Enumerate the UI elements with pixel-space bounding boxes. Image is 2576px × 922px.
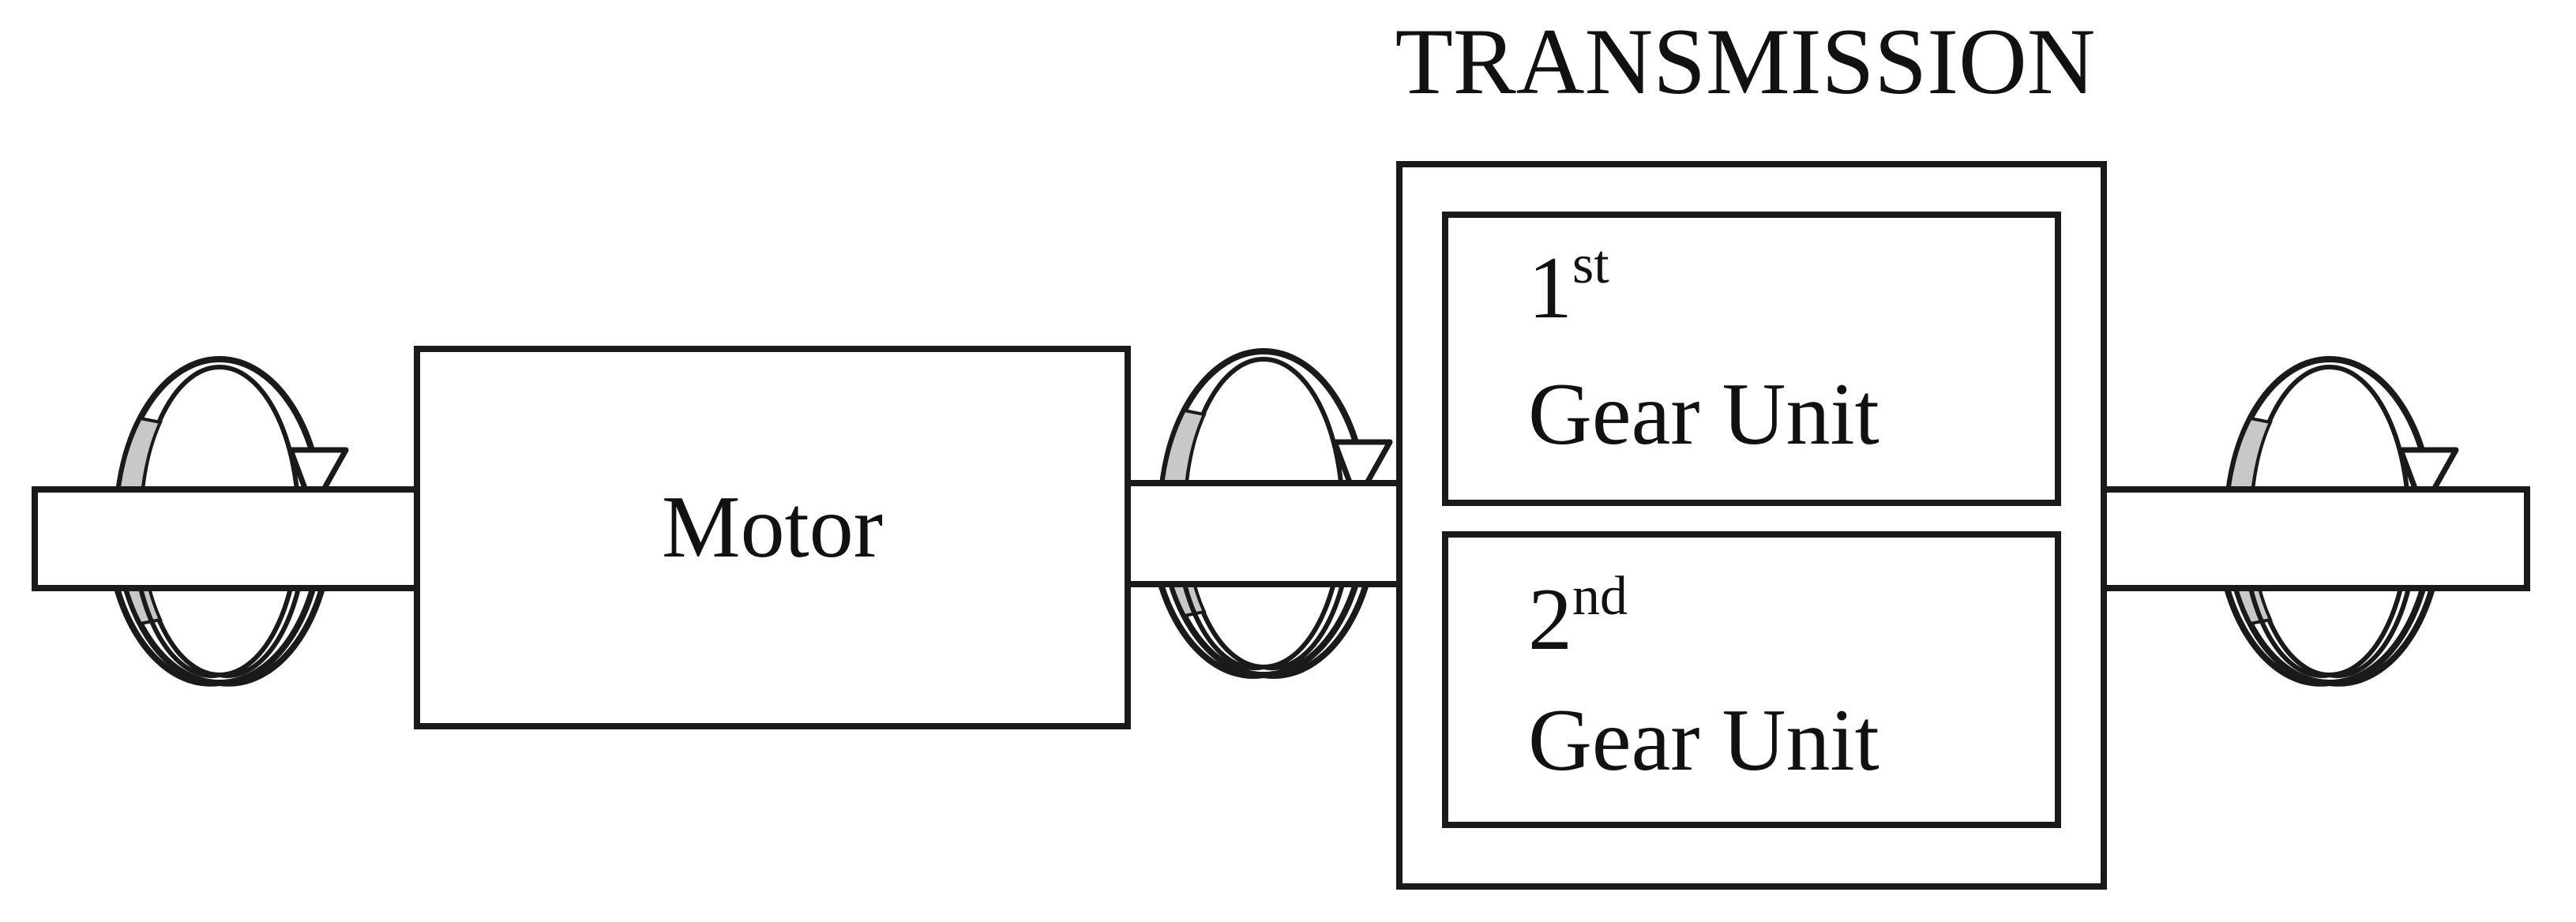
- gear-unit-2-suffix: nd: [1572, 566, 1628, 627]
- middle-shaft-front: [1125, 480, 1409, 587]
- gear-unit-1-label: Gear Unit: [1528, 365, 1879, 463]
- gear-unit-1-box: [1442, 212, 2061, 506]
- motor-box: [414, 346, 1131, 729]
- output-shaft-front: [2097, 486, 2530, 591]
- motor-label: Motor: [662, 478, 883, 576]
- gear-unit-1-suffix: st: [1572, 234, 1609, 295]
- transmission-title: TRANSMISSION: [1395, 9, 2096, 114]
- gear-unit-2-number: 2nd: [1528, 566, 1628, 669]
- rotation-ring-front: [114, 583, 2435, 687]
- input-shaft-front: [32, 486, 433, 591]
- gear-unit-2-box: [1442, 531, 2061, 828]
- gear-unit-2-label: Gear Unit: [1528, 692, 1879, 789]
- gear-unit-1-number: 1st: [1528, 234, 1609, 337]
